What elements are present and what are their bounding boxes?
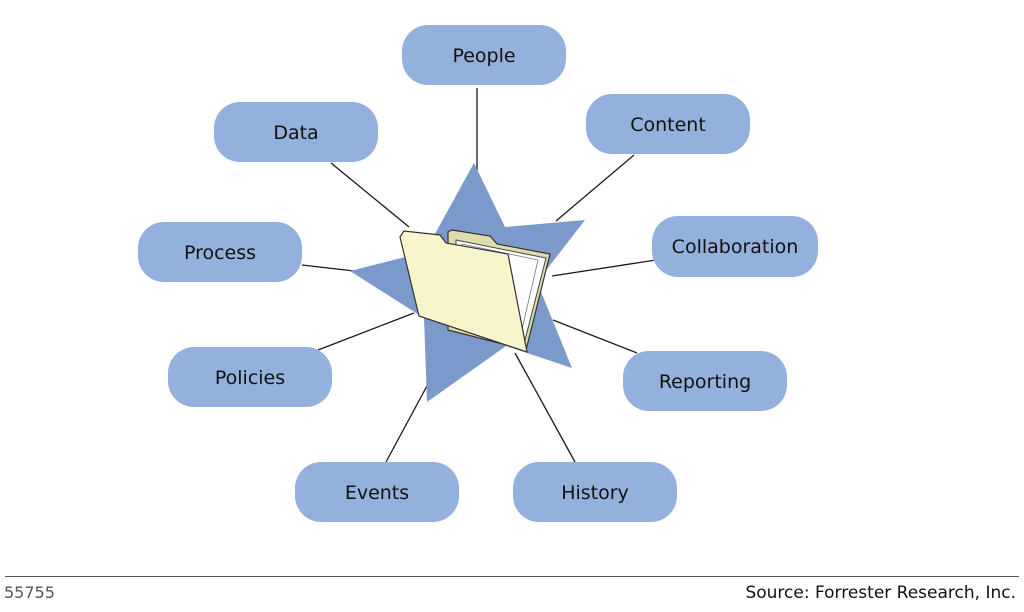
node-label-data: Data: [273, 122, 318, 144]
node-label-people: People: [452, 45, 515, 67]
connector-content: [555, 154, 635, 222]
node-box-history: [513, 462, 677, 522]
node-box-collaboration: [652, 216, 818, 277]
node-content: Content: [586, 94, 750, 154]
connector-reporting: [552, 319, 638, 354]
node-box-events: [295, 462, 459, 522]
node-label-content: Content: [630, 114, 706, 136]
node-box-data: [214, 102, 378, 162]
connector-lines: [301, 88, 657, 463]
node-label-collaboration: Collaboration: [672, 236, 799, 258]
connector-events: [385, 383, 429, 463]
node-label-history: History: [561, 482, 629, 504]
node-box-people: [402, 25, 566, 85]
footer-divider: [5, 576, 1019, 577]
connector-collaboration: [551, 259, 657, 277]
connector-data: [330, 162, 410, 228]
folder-icon: [399, 229, 551, 353]
connector-policies: [317, 312, 415, 351]
node-collaboration: Collaboration: [652, 216, 818, 277]
node-label-events: Events: [345, 482, 409, 504]
node-box-reporting: [623, 351, 787, 411]
node-box-content: [586, 94, 750, 154]
figure-id: 55755: [4, 583, 55, 602]
node-events: Events: [295, 462, 459, 522]
node-data: Data: [214, 102, 378, 162]
node-label-policies: Policies: [215, 367, 285, 389]
node-label-reporting: Reporting: [659, 371, 751, 393]
node-process: Process: [138, 222, 302, 282]
node-label-process: Process: [184, 242, 256, 264]
connector-process: [301, 264, 355, 272]
node-history: History: [513, 462, 677, 522]
node-policies: Policies: [168, 347, 332, 407]
source-note: Source: Forrester Research, Inc.: [745, 583, 1016, 603]
folder-front-panel: [399, 230, 528, 353]
node-box-policies: [168, 347, 332, 407]
node-people: People: [402, 25, 566, 85]
connector-history: [514, 352, 576, 463]
node-box-process: [138, 222, 302, 282]
node-reporting: Reporting: [623, 351, 787, 411]
